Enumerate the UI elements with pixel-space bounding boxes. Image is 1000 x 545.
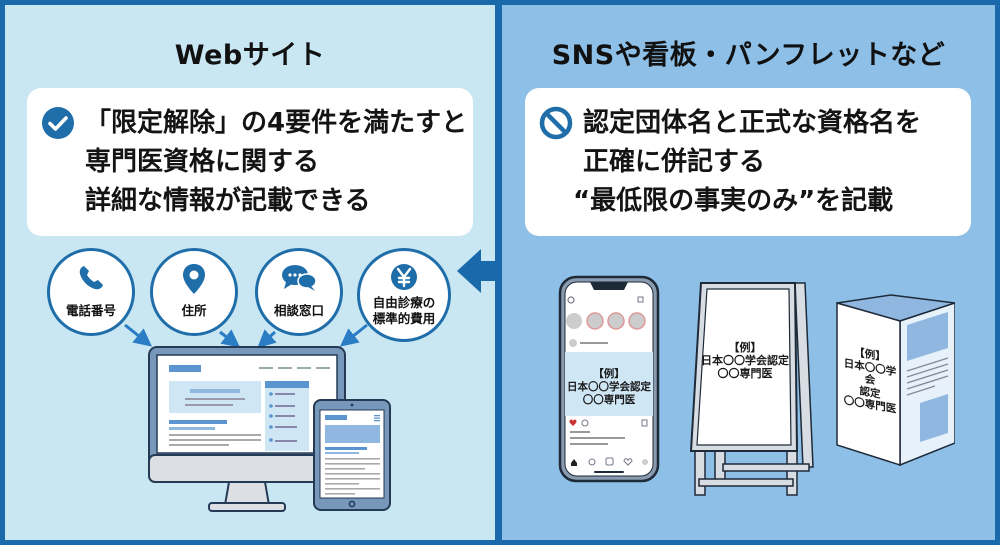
example-line: 日本〇〇学会認定 xyxy=(701,354,789,367)
smartphone-illustration: 【例】 日本〇〇学会認定 〇〇専門医 xyxy=(558,275,660,483)
arrow-left-icon xyxy=(457,247,507,295)
website-rule-card: 「限定解除」の4要件を満たすと 専門医資格に関する 詳細な情報が記載できる xyxy=(27,88,473,236)
rule-line: 認定団体名と正式な資格名を xyxy=(583,108,922,138)
example-line: 〇〇専門医 xyxy=(582,394,636,406)
example-line: 〇〇専門医 xyxy=(717,367,773,380)
example-line: 【例】 xyxy=(593,368,625,380)
sns-signboard-panel: SNSや看板・パンフレットなど 認定団体名と正式な資格名を 正確に併記する “最… xyxy=(502,5,995,540)
bubble-label: 相談窓口 xyxy=(273,303,324,318)
bubble-address: 住所 xyxy=(150,248,238,336)
example-line: 【例】 xyxy=(728,341,762,354)
map-pin-icon xyxy=(181,263,207,295)
bubble-label: 自由診療の xyxy=(372,295,436,310)
sns-rule-card: 認定団体名と正式な資格名を 正確に併記する “最低限の事実のみ”を記載 xyxy=(525,88,971,236)
phone-icon xyxy=(76,263,106,293)
rule-line: 正確に併記する xyxy=(583,147,766,177)
pointer-arrows xyxy=(124,323,368,349)
bubble-label: 電話番号 xyxy=(65,303,116,318)
sns-heading: SNSや看板・パンフレットなど xyxy=(551,40,946,71)
prohibited-icon xyxy=(539,106,573,140)
website-rule-text: 「限定解除」の4要件を満たすと 専門医資格に関する 詳細な情報が記載できる xyxy=(85,104,467,221)
phone-example-text: 【例】 日本〇〇学会認定 〇〇専門医 xyxy=(565,368,653,407)
bubble-phone-number: 電話番号 xyxy=(47,248,135,336)
bubble-label: 住所 xyxy=(181,303,207,318)
chat-icon xyxy=(280,263,318,293)
rule-line: “最低限の事実のみ”を記載 xyxy=(573,186,894,216)
signboard-example-text: 【例】 日本〇〇学会認定 〇〇専門医 xyxy=(695,341,795,380)
signboard-illustration: 【例】 日本〇〇学会認定 〇〇専門医 xyxy=(687,279,815,499)
sns-rule-text: 認定団体名と正式な資格名を 正確に併記する “最低限の事実のみ”を記載 xyxy=(573,104,922,221)
yen-icon xyxy=(390,263,418,291)
bubble-label: 標準的費用 xyxy=(372,311,436,326)
pamphlet-illustration: 【例】 日本〇〇学会 認定 〇〇専門医 xyxy=(835,293,955,468)
tablet-illustration xyxy=(312,398,392,513)
pamphlet-example-text: 【例】 日本〇〇学会 認定 〇〇専門医 xyxy=(841,344,899,417)
rule-line: 専門医資格に関する xyxy=(85,147,320,177)
check-circle-icon xyxy=(41,106,75,140)
rule-line: 詳細な情報が記載できる xyxy=(85,186,371,216)
bubble-consultation: 相談窓口 xyxy=(255,248,343,336)
bubble-self-pay-cost: 自由診療の 標準的費用 xyxy=(357,248,451,342)
desktop-monitor-illustration xyxy=(147,345,347,515)
website-heading: Webサイト xyxy=(174,40,326,71)
website-panel: Webサイト 「限定解除」の4要件を満たすと 専門医資格に関する 詳細な情報が記… xyxy=(5,5,495,540)
example-line: 日本〇〇学会認定 xyxy=(567,381,651,393)
rule-line: 「限定解除」の4要件を満たすと xyxy=(85,108,468,138)
